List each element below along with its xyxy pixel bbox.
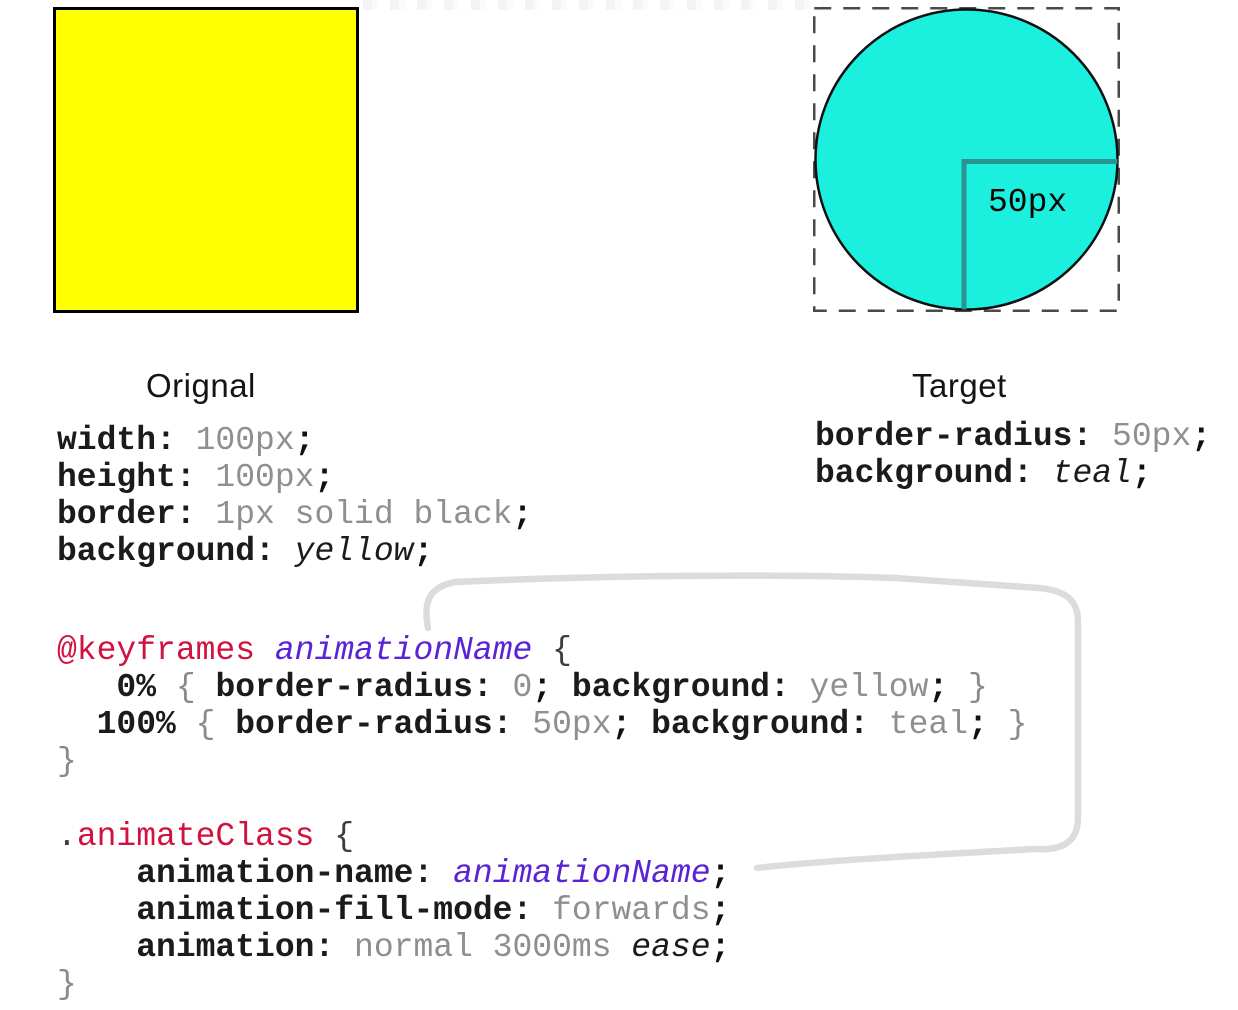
code-token: animation-fill-mode: [57, 892, 533, 929]
code-token: ; [1191, 418, 1212, 455]
code-token: forwards [532, 892, 711, 929]
code-token: teal [1032, 455, 1132, 492]
code-token: background: [552, 669, 790, 706]
code-token: height: [57, 459, 196, 496]
code-token: ; [532, 669, 553, 706]
keyframes-code: @keyframes animationName { 0% { border-r… [57, 632, 1027, 780]
code-token: 1px solid black [195, 496, 513, 533]
radius-label: 50px [988, 184, 1068, 221]
cropped-text-artifact [363, 0, 823, 10]
code-token: yellow [789, 669, 929, 706]
code-line: } [57, 743, 1027, 780]
code-token: border: [57, 496, 196, 533]
code-token: ; [1131, 455, 1152, 492]
code-token: border-radius: [815, 418, 1093, 455]
original-caption: Orignal [146, 367, 256, 404]
code-line: animation: normal 3000ms ease; [57, 929, 730, 966]
original-square-figure [53, 7, 359, 313]
code-token: . [57, 818, 77, 855]
code-token: @keyframes [57, 632, 256, 669]
code-line: border-radius: 50px; [815, 418, 1211, 455]
animate-class-code: .animateClass { animation-name: animatio… [57, 818, 730, 1003]
code-token: border-radius: [235, 706, 513, 743]
yellow-square [53, 7, 359, 313]
code-line: height: 100px; [57, 459, 532, 496]
code-token: ; [710, 929, 731, 966]
code-token: ; [928, 669, 949, 706]
code-line: 0% { border-radius: 0; background: yello… [57, 669, 1027, 706]
code-token: { [314, 818, 355, 855]
code-line: 100% { border-radius: 50px; background: … [57, 706, 1028, 743]
code-line: width: 100px; [57, 422, 532, 459]
code-token: background: [815, 455, 1033, 492]
code-token: { [532, 632, 572, 669]
code-token: animation-name: [57, 855, 434, 892]
code-token: yellow [274, 533, 414, 570]
code-token: 0 [492, 669, 533, 706]
code-token: ; [413, 533, 434, 570]
code-token: animationName [255, 632, 533, 669]
code-token: } [987, 706, 1028, 743]
radius-corner-marker [961, 159, 1118, 310]
code-token: 50px [512, 706, 612, 743]
code-line: background: teal; [815, 455, 1211, 492]
code-token: ; [512, 496, 533, 533]
target-css-code: border-radius: 50px;background: teal; [815, 418, 1211, 492]
code-token: 100% [57, 706, 196, 743]
code-token: ; [294, 422, 315, 459]
code-token: animationName [433, 855, 711, 892]
code-token: teal [868, 706, 968, 743]
code-token: 50px [1092, 418, 1192, 455]
code-line: animation-fill-mode: forwards; [57, 892, 730, 929]
code-token: ; [611, 706, 632, 743]
target-circle-figure [813, 7, 1120, 312]
code-token: 100px [195, 459, 315, 496]
code-token: ; [710, 892, 731, 929]
code-token: } [948, 669, 988, 706]
code-token: 0% [57, 669, 176, 706]
code-line: background: yellow; [57, 533, 532, 570]
code-line: @keyframes animationName { [57, 632, 1027, 669]
code-token: width: [57, 422, 176, 459]
code-line: .animateClass { [57, 818, 730, 855]
code-token: normal 3000ms [334, 929, 612, 966]
code-token: ; [968, 706, 988, 743]
code-token: ; [710, 855, 731, 892]
code-token: 100px [175, 422, 295, 459]
code-token: { [195, 706, 236, 743]
code-token: background: [631, 706, 869, 743]
code-line: animation-name: animationName; [57, 855, 730, 892]
code-line: } [57, 966, 730, 1003]
code-token: animateClass [76, 818, 315, 855]
code-token: { [175, 669, 216, 706]
code-token: } [57, 966, 77, 1003]
code-line: border: 1px solid black; [57, 496, 532, 533]
original-css-code: width: 100px;height: 100px;border: 1px s… [57, 422, 532, 570]
code-token: border-radius: [215, 669, 493, 706]
target-caption: Target [912, 367, 1007, 404]
code-token: ; [314, 459, 335, 496]
code-token: background: [57, 533, 275, 570]
code-token: } [57, 743, 77, 780]
code-token: animation: [57, 929, 335, 966]
code-token: ease [611, 929, 711, 966]
